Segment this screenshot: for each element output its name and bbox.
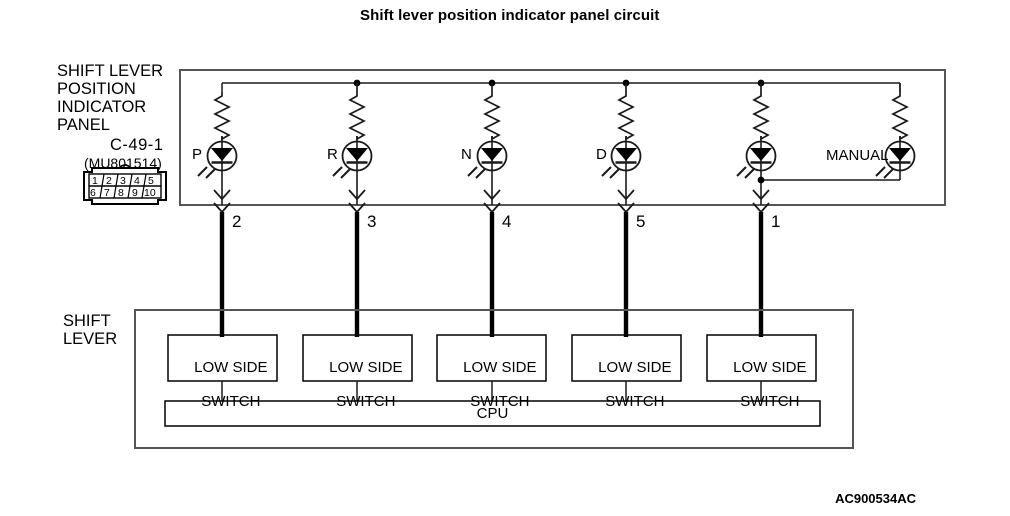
terminal-arrow-n-in xyxy=(483,189,501,201)
connector-pin-5: 5 xyxy=(148,175,154,187)
low-side-switch-label-4: LOW SIDE SWITCH xyxy=(572,342,681,427)
connector-symbol xyxy=(83,164,167,205)
connector-col-4 xyxy=(141,173,147,199)
connector-col-2 xyxy=(113,173,119,199)
connector-pin-1: 1 xyxy=(92,175,98,187)
led-d-ray-2 xyxy=(601,166,612,177)
connector-col-1 xyxy=(99,173,105,199)
led-5-diode-triangle xyxy=(750,148,772,161)
harness-pin-number-5: 5 xyxy=(636,212,646,231)
connector-col-3 xyxy=(127,173,133,199)
harness-pin-number-1: 1 xyxy=(771,212,781,231)
resistor-r xyxy=(348,83,366,141)
panel-label-line-1: SHIFT LEVER xyxy=(57,62,164,80)
low-side-switch-label-3: LOW SIDE SWITCH xyxy=(437,342,546,427)
terminal-arrow-p-in xyxy=(213,189,231,201)
connector-pin-2: 2 xyxy=(106,175,112,187)
led-manual-diode-triangle xyxy=(889,148,911,161)
shift-lever-label-line-1: SHIFT xyxy=(63,312,111,330)
switch-label-line2: SWITCH xyxy=(336,393,396,411)
led-p-ray-1 xyxy=(205,168,216,179)
connector-latch-tab xyxy=(118,164,132,169)
connector-pin-4: 4 xyxy=(134,175,140,187)
resistor-5 xyxy=(752,83,770,141)
terminal-arrow-5-in xyxy=(752,189,770,201)
low-side-switch-label-1: LOW SIDE SWITCH xyxy=(168,342,277,427)
connector-pin-10: 10 xyxy=(144,187,156,199)
led-p-diode-triangle xyxy=(211,148,233,161)
harness-pin-number-3: 3 xyxy=(367,212,377,231)
led-manual-ray-2 xyxy=(875,166,886,177)
branch-n xyxy=(467,83,508,214)
connector-pin-8: 8 xyxy=(118,187,124,199)
switch-label-line1: LOW SIDE xyxy=(598,359,672,377)
branch-p xyxy=(197,92,238,214)
connector-pin-6: 6 xyxy=(90,187,96,199)
terminal-arrow-d-in xyxy=(617,189,635,201)
led-n-ray-2 xyxy=(467,166,478,177)
led-r-diode-triangle xyxy=(346,148,368,161)
led-manual-ray-1 xyxy=(883,168,894,179)
led-label-p: P xyxy=(192,146,203,163)
switch-label-line1: LOW SIDE xyxy=(329,359,403,377)
low-side-switch-label-5: LOW SIDE SWITCH xyxy=(707,342,816,427)
connector-part-number: (MU801514) xyxy=(84,155,162,171)
connector-code: C-49-1 xyxy=(110,136,164,154)
branch-manual xyxy=(736,83,916,214)
terminal-arrow-r-in xyxy=(348,189,366,201)
resistor-p xyxy=(213,92,231,141)
resistor-d xyxy=(617,83,635,141)
shift-lever-enclosure xyxy=(134,309,854,449)
led-d-ray-1 xyxy=(609,168,620,179)
harness-pin-number-4: 4 xyxy=(502,212,512,231)
led-5-ray-1 xyxy=(744,168,755,179)
switch-label-line1: LOW SIDE xyxy=(194,359,268,377)
branch-r xyxy=(332,83,373,214)
led-p-ray-2 xyxy=(197,166,208,177)
led-5-ray-2 xyxy=(736,166,747,177)
harness-wires xyxy=(219,212,764,337)
led-label-manual: MANUAL xyxy=(826,147,889,164)
switch-label-line2: SWITCH xyxy=(740,393,800,411)
switch-label-line2: SWITCH xyxy=(201,393,261,411)
reference-code: AC900534AC xyxy=(835,491,916,506)
indicator-panel-enclosure xyxy=(179,69,946,206)
connector-pin-7: 7 xyxy=(104,187,110,199)
switch-label-line2: SWITCH xyxy=(470,393,530,411)
switch-label-line2: SWITCH xyxy=(605,393,665,411)
page-title: Shift lever position indicator panel cir… xyxy=(360,7,660,24)
branch-d xyxy=(601,83,642,214)
led-label-d: D xyxy=(596,146,607,163)
switch-label-line1: LOW SIDE xyxy=(463,359,537,377)
harness-pin-number-2: 2 xyxy=(232,212,242,231)
panel-label-line-4: PANEL xyxy=(57,116,110,134)
low-side-switch-label-2: LOW SIDE SWITCH xyxy=(303,342,412,427)
led-n-ray-1 xyxy=(475,168,486,179)
resistor-n xyxy=(483,83,501,141)
connector-pin-9: 9 xyxy=(132,187,138,199)
led-r-ray-2 xyxy=(332,166,343,177)
led-r-ray-1 xyxy=(340,168,351,179)
shift-lever-label-line-2: LEVER xyxy=(63,330,118,348)
panel-label-line-3: INDICATOR xyxy=(57,98,147,116)
cpu-label: CPU xyxy=(476,405,509,422)
resistor-manual xyxy=(891,92,909,141)
led-d-diode-triangle xyxy=(615,148,637,161)
connector-shell xyxy=(83,167,167,205)
led-label-n: N xyxy=(461,146,472,163)
led-label-r: R xyxy=(327,146,338,163)
led-n-diode-triangle xyxy=(481,148,503,161)
junction-dot-manual-return xyxy=(757,176,765,184)
switch-label-line1: LOW SIDE xyxy=(733,359,807,377)
cpu-box xyxy=(164,400,821,427)
connector-pin-3: 3 xyxy=(120,175,126,187)
panel-label-line-2: POSITION xyxy=(57,80,136,98)
